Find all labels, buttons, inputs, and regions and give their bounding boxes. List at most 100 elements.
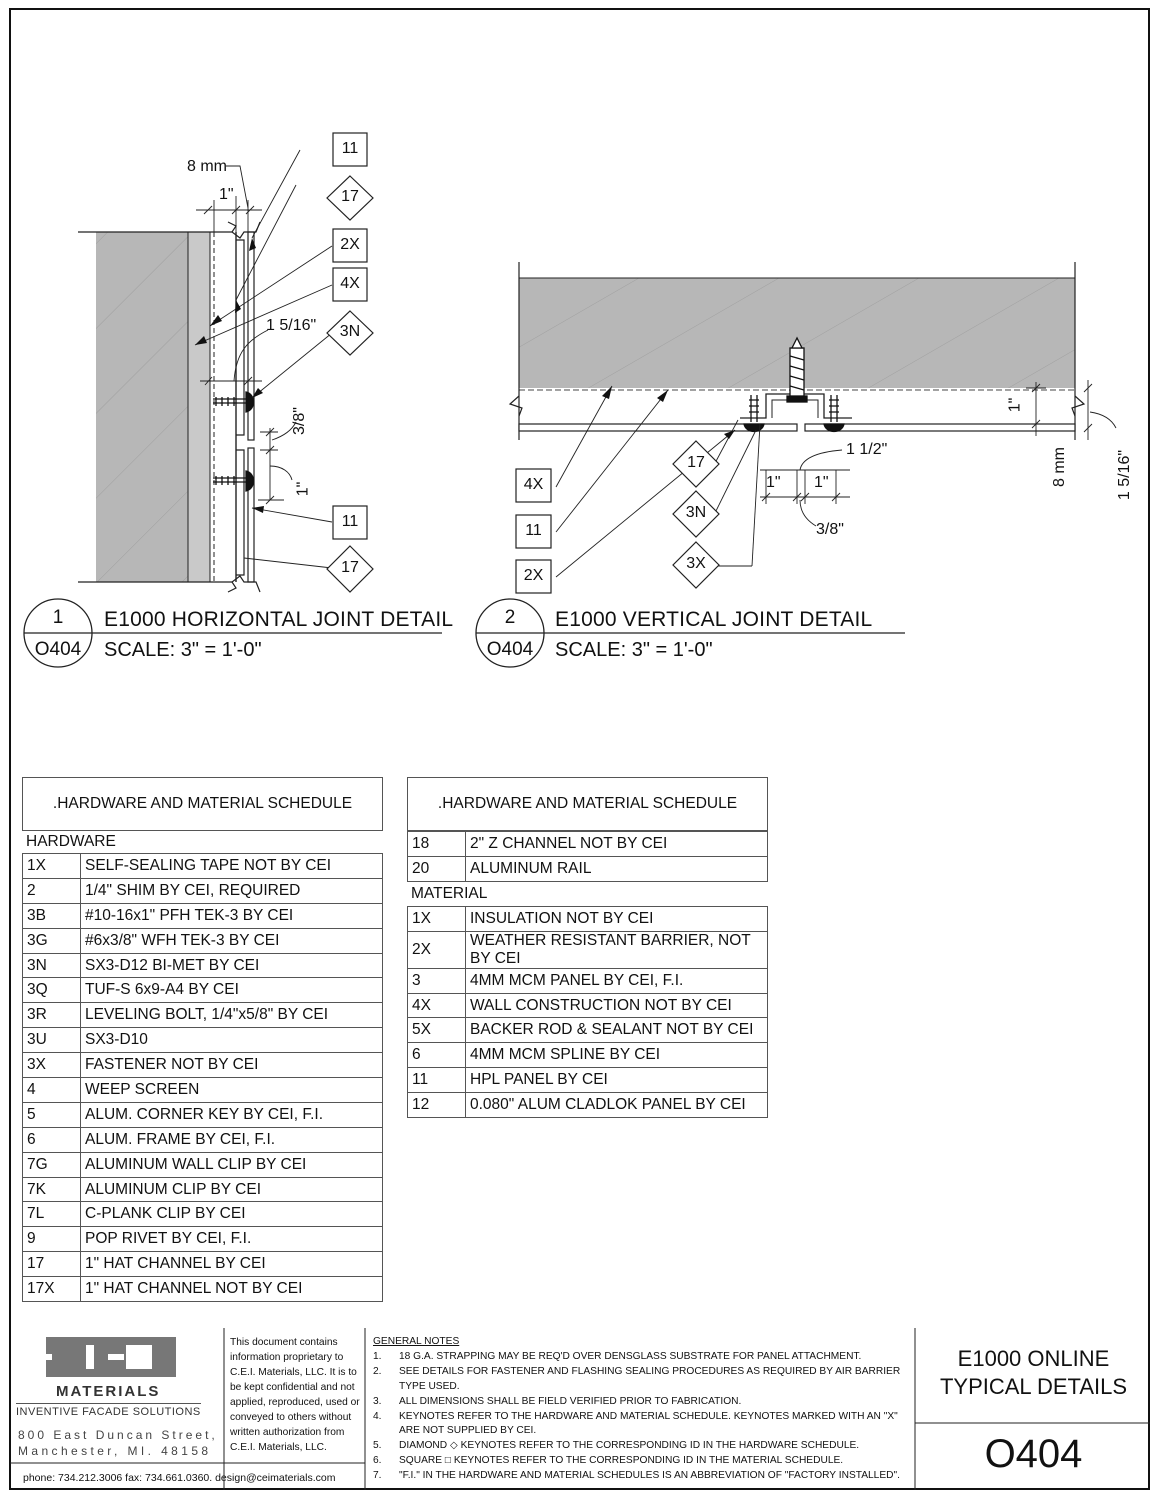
dim-8mm-v: 8 mm: [1051, 447, 1068, 487]
keynote-id: 11: [407, 1067, 466, 1094]
keynote-square-11: 11: [341, 140, 359, 157]
general-notes-title: GENERAL NOTES: [373, 1336, 460, 1347]
sheet-number: O404: [984, 1432, 1083, 1476]
keynote-description: C-PLANK CLIP BY CEI: [80, 1201, 383, 1228]
sheet-title: E1000 ONLINE TYPICAL DETAILS: [939, 1346, 1128, 1399]
note-text: DIAMOND ◇ KEYNOTES REFER TO THE CORRESPO…: [399, 1440, 860, 1452]
keynote-square-11-v: 11: [525, 522, 542, 539]
detail-1-scale: SCALE: 3" = 1'-0": [104, 639, 262, 661]
keynote-diamond-3n: 3N: [339, 323, 361, 340]
keynote-description: HPL PANEL BY CEI: [465, 1067, 768, 1094]
general-note: 1.18 G.A. STRAPPING MAY BE REQ'D OVER DE…: [373, 1350, 911, 1365]
keynote-id: 3B: [22, 902, 81, 929]
keynote-square-4x: 4X: [340, 275, 360, 292]
note-number: 4.: [373, 1410, 382, 1422]
keynote-description: 1" HAT CHANNEL NOT BY CEI: [80, 1276, 383, 1303]
keynote-description: WEATHER RESISTANT BARRIER, NOT BY CEI: [465, 930, 768, 969]
company-name: MATERIALS: [56, 1383, 161, 1400]
detail-2-number: 2: [504, 607, 516, 628]
address-line-2: Manchester, MI. 48158: [18, 1444, 212, 1458]
keynote-diamond-17b: 17: [341, 559, 359, 576]
dim-8mm: 8 mm: [187, 158, 227, 175]
detail-2-scale: SCALE: 3" = 1'-0": [555, 639, 713, 661]
keynote-id: 2X: [407, 930, 466, 969]
schedule-right-section: MATERIAL: [411, 884, 488, 902]
keynote-id: 3X: [22, 1052, 81, 1079]
dim-1in-v: 1": [1006, 397, 1024, 413]
dim-1-5-16-v: 1 5/16": [1116, 449, 1134, 501]
confidentiality-notice: This document contains information propr…: [230, 1337, 360, 1453]
keynote-description: LEVELING BOLT, 1/4"x5/8" BY CEI: [80, 1002, 383, 1029]
note-text: 18 G.A. STRAPPING MAY BE REQ'D OVER DENS…: [399, 1350, 862, 1362]
keynote-description: INSULATION NOT BY CEI: [465, 905, 768, 932]
detail-1-sheet-ref: O404: [34, 639, 82, 660]
keynote-description: WALL CONSTRUCTION NOT BY CEI: [465, 992, 768, 1019]
general-note: 3.ALL DIMENSIONS SHALL BE FIELD VERIFIED…: [373, 1395, 911, 1410]
general-note: 7."F.I." IN THE HARDWARE AND MATERIAL SC…: [373, 1469, 911, 1484]
keynote-square-4x-v: 4X: [523, 476, 544, 493]
keynote-diamond-17-v: 17: [687, 454, 705, 471]
title-block-linework: [10, 1328, 1150, 1490]
drawing-sheet-border: [9, 8, 1150, 1490]
keynote-id: 3N: [22, 952, 81, 979]
keynote-description: 0.080" ALUM CLADLOK PANEL BY CEI: [465, 1092, 768, 1119]
dim-1in-b: 1": [294, 481, 312, 497]
detail-2-drawing: [475, 262, 1117, 668]
note-text: "F.I." IN THE HARDWARE AND MATERIAL SCHE…: [399, 1470, 900, 1482]
keynote-description: 1" HAT CHANNEL BY CEI: [80, 1251, 383, 1278]
detail-2-sheet-ref: O404: [486, 639, 534, 660]
keynote-description: FASTENER NOT BY CEI: [80, 1052, 383, 1079]
keynote-id: 5: [22, 1101, 81, 1128]
detail-1-drawing: [23, 132, 442, 668]
keynote-id: 12: [407, 1092, 466, 1119]
keynote-id: 6: [407, 1042, 466, 1069]
dim-3-8-v: 3/8": [816, 521, 844, 538]
keynote-description: TUF-S 6x9-A4 BY CEI: [80, 977, 383, 1004]
keynote-description: 1/4" SHIM BY CEI, REQUIRED: [80, 877, 383, 904]
dim-1in: 1": [219, 186, 234, 203]
address-line-1: 800 East Duncan Street,: [18, 1428, 218, 1442]
keynote-id: 1X: [22, 853, 81, 879]
dim-1in-left: 1": [766, 474, 781, 491]
cei-logo: [46, 1337, 176, 1377]
keynote-square-2x: 2X: [340, 236, 360, 253]
general-notes: GENERAL NOTES 1.18 G.A. STRAPPING MAY BE…: [373, 1335, 911, 1484]
general-note: 2.SEE DETAILS FOR FASTENER AND FLASHING …: [373, 1365, 911, 1395]
note-number: 5.: [373, 1440, 382, 1452]
note-text: SEE DETAILS FOR FASTENER AND FLASHING SE…: [399, 1365, 901, 1392]
keynote-description: SX3-D10: [80, 1027, 383, 1054]
keynote-id: 3Q: [22, 977, 81, 1004]
keynote-description: WEEP SCREEN: [80, 1077, 383, 1103]
keynote-id: 7L: [22, 1201, 81, 1228]
keynote-id: 3: [407, 967, 466, 994]
schedule-left: .HARDWARE AND MATERIAL SCHEDULE HARDWARE…: [22, 777, 383, 1303]
keynote-square-11b: 11: [341, 513, 359, 530]
keynote-description: #6x3/8" WFH TEK-3 BY CEI: [80, 927, 383, 954]
keynote-diamond-3n-v: 3N: [685, 504, 707, 521]
keynote-id: 3G: [22, 927, 81, 954]
keynote-id: 7G: [22, 1151, 81, 1178]
dim-1-5-16: 1 5/16": [266, 317, 317, 334]
note-number: 6.: [373, 1455, 382, 1467]
